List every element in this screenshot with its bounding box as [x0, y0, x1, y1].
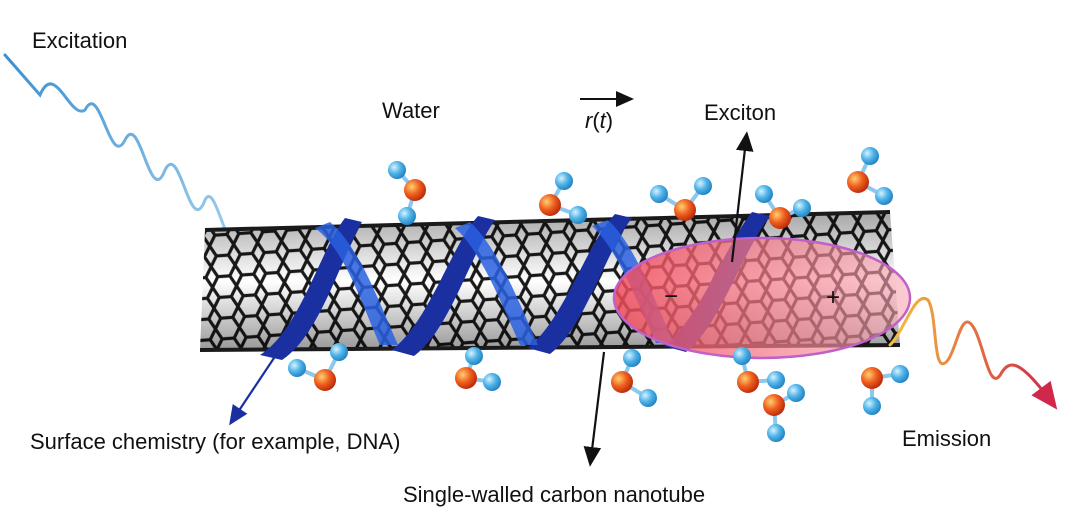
surface-chemistry-label: Surface chemistry (for example, DNA) — [30, 431, 400, 453]
exciton-ellipse — [614, 238, 910, 358]
exciton-minus: − — [664, 283, 678, 310]
position-vector-label: r(t) — [585, 110, 613, 132]
nanotube-pointer-arrow — [591, 352, 604, 458]
surface-chemistry-pointer-arrow — [234, 355, 276, 418]
exciton-label: Exciton — [704, 102, 776, 124]
emission-label: Emission — [902, 428, 991, 450]
water-label: Water — [382, 100, 440, 122]
vector-symbol: r — [585, 108, 592, 133]
excitation-label: Excitation — [32, 30, 127, 52]
vector-argument: t — [600, 108, 606, 133]
exciton-plus: + — [826, 284, 840, 311]
nanotube-label: Single-walled carbon nanotube — [403, 484, 705, 506]
emission-wave — [890, 298, 1050, 400]
